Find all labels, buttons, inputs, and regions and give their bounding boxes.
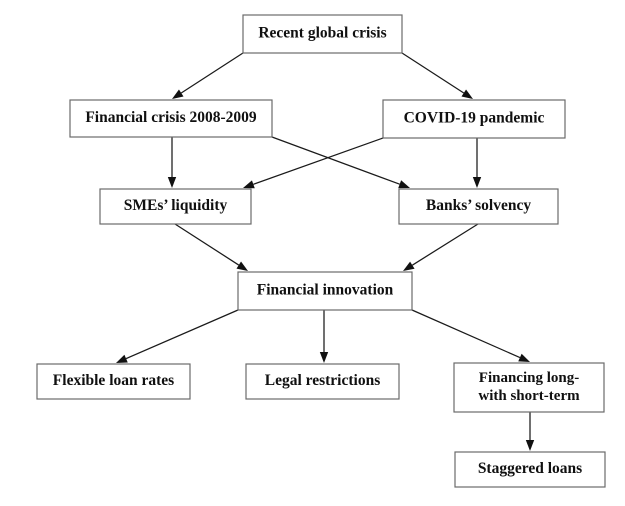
node-box bbox=[454, 451, 606, 488]
edge-innovation-to-legal-restrictions bbox=[319, 310, 329, 363]
node-box bbox=[398, 188, 559, 225]
arrowhead-icon bbox=[243, 180, 255, 189]
node-box bbox=[245, 363, 400, 400]
node-box bbox=[242, 14, 403, 54]
arrowhead-icon bbox=[319, 352, 329, 363]
node-covid-pandemic[interactable]: COVID-19 pandemic bbox=[382, 99, 566, 139]
edge-banks-to-innovation bbox=[403, 223, 479, 271]
edge-line bbox=[411, 223, 479, 266]
edge-line bbox=[180, 52, 244, 94]
arrowhead-icon bbox=[167, 177, 177, 188]
node-legal-restrictions[interactable]: Legal restrictions bbox=[245, 363, 400, 400]
node-banks-solvency[interactable]: Banks’ solvency bbox=[398, 188, 559, 225]
edge-line bbox=[411, 309, 521, 359]
edge-covid-to-smes bbox=[243, 137, 384, 189]
edge-innovation-to-financing bbox=[411, 309, 530, 362]
edge-financing-to-staggered-loans bbox=[525, 412, 535, 451]
node-box bbox=[382, 99, 566, 139]
node-label: Banks’ solvency bbox=[426, 197, 531, 214]
node-flexible-loan-rates[interactable]: Flexible loan rates bbox=[36, 363, 191, 400]
node-label: SMEs’ liquidity bbox=[124, 197, 228, 214]
edge-line bbox=[125, 309, 239, 360]
node-box bbox=[237, 271, 413, 311]
edge-smes-to-innovation bbox=[174, 223, 248, 271]
node-box bbox=[99, 188, 252, 225]
edge-innovation-to-flexible-loan-rates bbox=[116, 309, 239, 363]
node-box bbox=[69, 99, 273, 138]
node-label: COVID-19 pandemic bbox=[404, 110, 545, 127]
edge-crisis-to-financial-crisis bbox=[172, 52, 244, 99]
node-label: Staggered loans bbox=[478, 460, 582, 477]
arrowhead-icon bbox=[461, 89, 473, 99]
node-label: Flexible loan rates bbox=[53, 372, 174, 389]
edge-line bbox=[401, 52, 465, 94]
node-recent-global-crisis[interactable]: Recent global crisis bbox=[242, 14, 403, 54]
node-label: with short-term bbox=[478, 388, 580, 404]
arrowhead-icon bbox=[236, 261, 248, 271]
arrowhead-icon bbox=[172, 89, 184, 99]
node-label: Financial crisis 2008-2009 bbox=[85, 109, 257, 126]
edge-financial-crisis-to-banks bbox=[271, 136, 410, 189]
edge-line bbox=[271, 136, 400, 185]
node-label: Financing long- bbox=[479, 370, 579, 386]
node-label: Recent global crisis bbox=[258, 25, 386, 42]
node-label: Legal restrictions bbox=[265, 372, 381, 389]
arrowhead-icon bbox=[472, 177, 482, 188]
node-staggered-loans[interactable]: Staggered loans bbox=[454, 451, 606, 488]
edge-crisis-to-covid bbox=[401, 52, 473, 99]
node-financial-crisis[interactable]: Financial crisis 2008-2009 bbox=[69, 99, 273, 138]
edge-financial-crisis-to-smes bbox=[167, 137, 177, 188]
arrowhead-icon bbox=[116, 354, 128, 363]
node-box bbox=[36, 363, 191, 400]
edge-layer bbox=[116, 52, 535, 451]
arrowhead-icon bbox=[403, 261, 415, 271]
node-box bbox=[453, 362, 605, 413]
arrowhead-icon bbox=[518, 353, 530, 362]
edge-covid-to-banks bbox=[472, 138, 482, 188]
node-financial-innovation[interactable]: Financial innovation bbox=[237, 271, 413, 311]
node-financing-long-with-short-term[interactable]: Financing long-with short-term bbox=[453, 362, 605, 413]
arrowhead-icon bbox=[398, 180, 410, 189]
node-label: Financial innovation bbox=[257, 282, 394, 299]
edge-line bbox=[253, 137, 384, 185]
edge-line bbox=[174, 223, 240, 266]
arrowhead-icon bbox=[525, 440, 535, 451]
node-smes-liquidity[interactable]: SMEs’ liquidity bbox=[99, 188, 252, 225]
